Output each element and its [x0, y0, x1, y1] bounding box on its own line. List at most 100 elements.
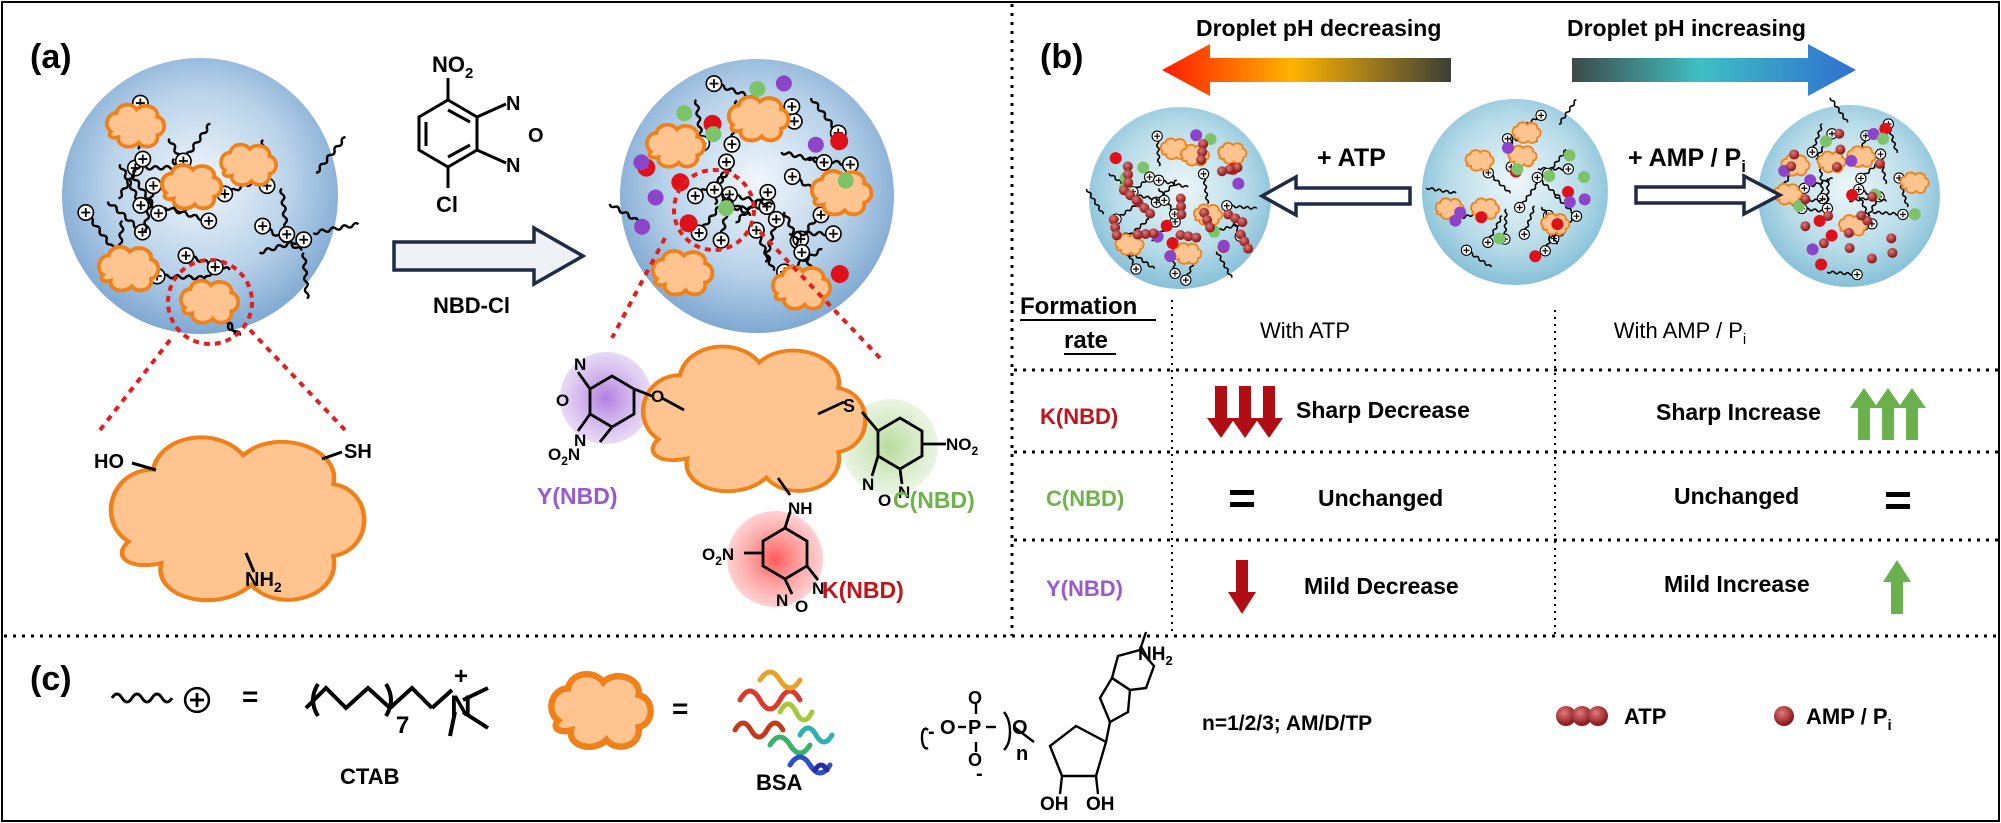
atp-bead	[1110, 222, 1121, 233]
label-dot	[749, 80, 766, 97]
atp-bead	[1111, 230, 1122, 241]
atp-bead	[1148, 228, 1159, 239]
label-dot	[1563, 149, 1576, 162]
nucleotide-formula: n=1/2/3; AM/D/TP	[1202, 712, 1372, 735]
atp-bead	[1123, 169, 1134, 180]
formation-rate-table: Formation rate With ATP With AMP / Pi K(…	[1014, 293, 1998, 636]
nucleotide-nh2: NH	[1138, 644, 1165, 665]
labeled-protein: N O N O O2N Y(NBD) S N O N NO2 C(NBD) NH…	[537, 347, 979, 616]
label-dot	[1563, 196, 1576, 209]
positive-charge-icon	[177, 246, 195, 265]
k-o2n-sub: 2	[715, 554, 722, 568]
y-o-link: O	[651, 387, 664, 406]
k-nbd-label: K(NBD)	[822, 577, 904, 603]
panel-a-label: (a)	[30, 38, 72, 76]
reagent-n1: N	[506, 93, 520, 115]
amp-bead	[1786, 161, 1797, 172]
svg-text:+ AMP / Pi: + AMP / Pi	[1628, 144, 1746, 176]
positive-charge-icon	[717, 153, 736, 171]
atp-bead	[1122, 161, 1133, 172]
k-nh-link: NH	[788, 499, 813, 518]
label-dot	[633, 154, 650, 171]
droplet-after	[608, 59, 894, 333]
amp-bead	[1843, 227, 1854, 238]
amp-bead	[1823, 211, 1834, 222]
label-dot	[1475, 211, 1488, 224]
row-y-amp: Mild Increase	[1664, 571, 1810, 597]
panel-c: (c) = 7 N + CTAB =	[30, 631, 1892, 815]
label-dot	[1813, 214, 1826, 227]
positive-charge-icon	[200, 212, 218, 230]
label-dot	[830, 132, 849, 151]
label-dot	[775, 75, 792, 92]
label-dot	[1908, 208, 1921, 221]
table-col-atp: With ATP	[1260, 318, 1350, 343]
label-dot	[1815, 258, 1828, 271]
atp-bead	[1132, 229, 1143, 240]
atp-bead	[1232, 162, 1243, 173]
amp-bead	[1800, 194, 1811, 205]
positive-charge-icon	[1562, 163, 1575, 175]
positive-charge-icon	[1460, 244, 1473, 256]
positive-charge-icon	[1151, 130, 1163, 142]
atp-bead	[1176, 209, 1187, 220]
svg-text:NH2: NH2	[1138, 644, 1173, 668]
equals-icon	[1230, 490, 1254, 507]
atp-bead	[1224, 164, 1235, 175]
label-dot	[1160, 219, 1173, 232]
row-c-name: C(NBD)	[1046, 486, 1124, 511]
atp-bead	[1175, 193, 1186, 204]
surfactant-chain	[1425, 187, 1457, 195]
ctab-nitrogen: N	[450, 690, 472, 723]
label-dot	[1449, 214, 1462, 227]
positive-charge-icon	[134, 150, 152, 168]
svg-text:NO2: NO2	[946, 435, 979, 458]
amp-bead	[1789, 149, 1800, 160]
atp-arrow	[1258, 174, 1412, 218]
positive-charge-icon	[1806, 146, 1819, 158]
panel-b-label: (b)	[1040, 38, 1083, 76]
label-dot	[1109, 152, 1122, 165]
ph-increasing-arrow	[1572, 44, 1856, 96]
surfactant-chain	[1215, 251, 1233, 278]
positive-charge-icon	[1535, 109, 1547, 122]
positive-charge-icon	[723, 135, 741, 154]
nucleotide-oh2: OH	[1086, 794, 1115, 815]
droplet-amp	[1758, 97, 1940, 287]
y-o2n-pre: O	[548, 445, 561, 464]
table-header-rate: rate	[1064, 327, 1108, 354]
amp-bead	[1866, 253, 1877, 264]
nucleotide-structure	[920, 631, 1156, 795]
triple-up-arrow-icon	[1850, 388, 1926, 440]
label-dot	[647, 189, 664, 206]
positive-charge-icon	[132, 196, 150, 215]
label-dot	[679, 214, 698, 233]
label-dot	[1804, 174, 1817, 187]
surfactant-chain	[1085, 188, 1105, 215]
triple-down-arrow-icon	[1207, 386, 1283, 438]
droplet-atp	[1085, 107, 1271, 289]
ph-increasing-label: Droplet pH increasing	[1567, 15, 1806, 41]
positive-charge-icon	[1180, 274, 1192, 286]
row-c-amp: Unchanged	[1674, 483, 1799, 509]
c-nitro-sub: 2	[972, 444, 979, 458]
label-dot	[1792, 199, 1805, 212]
label-dot	[1190, 129, 1203, 142]
nucleotide-oh1: OH	[1040, 794, 1069, 815]
amp-bead	[1887, 247, 1898, 258]
label-dot	[705, 126, 722, 143]
label-dot	[830, 265, 849, 284]
amine-subscript: 2	[274, 579, 282, 595]
y-o2n-sub: 2	[561, 454, 568, 468]
row-y-atp: Mild Decrease	[1304, 573, 1459, 599]
positive-charge-icon	[783, 167, 802, 186]
row-k-amp: Sharp Increase	[1656, 399, 1821, 425]
atp-bead	[1108, 214, 1119, 225]
legend-atp: ATP	[1624, 704, 1666, 729]
highlight-circle	[672, 168, 756, 252]
positive-charge-icon	[1513, 201, 1526, 214]
label-dot	[1819, 135, 1832, 148]
label-dot	[1551, 218, 1564, 231]
label-dot	[1217, 239, 1230, 252]
positive-charge-icon	[1851, 268, 1863, 281]
